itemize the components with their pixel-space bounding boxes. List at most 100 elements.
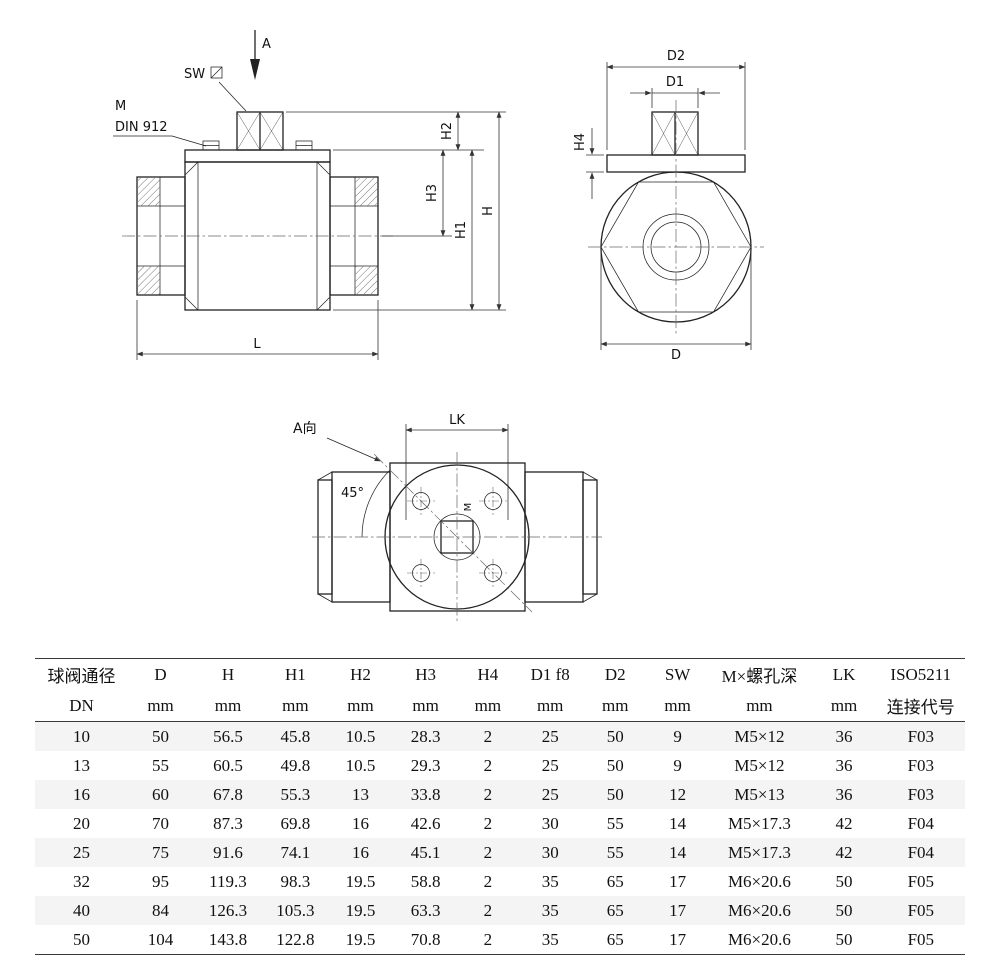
table-cell: 25	[73, 842, 90, 862]
column-unit: mm	[746, 695, 773, 715]
table-cell: 143.8	[208, 929, 248, 949]
table-cell: 67.8	[213, 784, 243, 804]
table-cell: 32	[73, 871, 90, 891]
table-cell: 36	[835, 726, 853, 746]
table-cell: 2	[483, 842, 493, 862]
dim-h2: H2	[440, 122, 455, 140]
table-cell: 13	[351, 784, 369, 804]
table-cell: 42	[835, 813, 853, 833]
table-cell: 9	[673, 755, 682, 775]
column-header: SW	[664, 664, 691, 684]
ball-valve-drawing: A SW M DIN 912	[113, 30, 764, 622]
table-cell: 122.8	[276, 929, 315, 949]
table-cell: 91.6	[213, 842, 243, 862]
column-unit: mm	[602, 695, 629, 715]
table-cell: 63.3	[410, 900, 441, 920]
column-header: ISO5211	[890, 664, 952, 684]
table-cell: 65	[606, 900, 624, 920]
table-cell: F05	[907, 929, 935, 949]
dim-l: L	[253, 337, 261, 352]
table-cell: 25	[541, 726, 559, 746]
table-cell: F03	[907, 784, 935, 804]
table-cell: 2	[483, 929, 493, 949]
angle-label: 45°	[341, 486, 364, 501]
dim-h1: H1	[454, 221, 469, 239]
table-cell: 36	[835, 784, 853, 804]
table-cell: 105.3	[276, 900, 315, 920]
table-cell: 33.8	[410, 784, 441, 804]
table-cell: 45.1	[410, 842, 441, 862]
column-unit: mm	[474, 695, 502, 715]
table-cell: 28.3	[410, 726, 441, 746]
table-cell: 35	[541, 900, 559, 920]
table-cell: 56.5	[213, 726, 243, 746]
table-cell: 74.1	[280, 842, 311, 862]
view-a-label: A向	[293, 421, 317, 437]
table-cell: 84	[152, 900, 170, 920]
bolt-holes	[407, 487, 507, 587]
table-cell: 69.8	[280, 813, 311, 833]
dimension-lines-side: D2 D1 H4 D	[573, 49, 752, 363]
table-cell: 2	[483, 784, 493, 804]
column-unit: mm	[214, 695, 242, 715]
table-cell: M5×17.3	[727, 842, 791, 862]
thread-hatch	[138, 266, 160, 294]
column-header: H1	[285, 664, 306, 684]
column-header: 球阀通径	[47, 667, 116, 686]
table-cell: 55	[606, 813, 624, 833]
table-cell: M5×12	[734, 726, 785, 746]
dim-d1: D1	[666, 75, 684, 90]
m-thread-label: M	[115, 99, 126, 114]
table-cell: F04	[907, 813, 935, 833]
table-cell: 19.5	[345, 929, 376, 949]
table-cell: 126.3	[208, 900, 248, 920]
table-cell: 50	[606, 755, 624, 775]
table-cell: 119.3	[209, 871, 247, 891]
table-cell: 65	[606, 871, 624, 891]
table-cell: 55.3	[280, 784, 311, 804]
table-cell: 19.5	[345, 871, 376, 891]
table-cell: 2	[483, 755, 493, 775]
column-unit: mm	[664, 695, 691, 715]
side-view: D2 D1 H4 D	[573, 49, 764, 363]
table-cell: 25	[541, 784, 559, 804]
sw-annotation: SW	[184, 66, 247, 112]
dimension-lines-front: H2 H3 H1 H L	[136, 111, 506, 360]
stem	[236, 111, 284, 151]
table-cell: 19.5	[345, 900, 376, 920]
thread-hatch	[355, 266, 377, 294]
table-cell: 10.5	[345, 726, 376, 746]
dim-lk: LK	[449, 413, 465, 428]
table-cell: 70.8	[410, 929, 441, 949]
table-cell: 42	[835, 842, 853, 862]
table-cell: 17	[669, 900, 687, 920]
body-circle	[588, 100, 764, 336]
table-cell: F03	[907, 755, 935, 775]
sw-label: SW	[184, 67, 205, 82]
table-cell: 14	[669, 842, 687, 862]
table-cell: 49.8	[280, 755, 311, 775]
table-cell: 17	[669, 929, 687, 949]
column-unit: DN	[69, 695, 94, 715]
table-cell: 65	[606, 929, 624, 949]
column-unit: mm	[830, 695, 858, 715]
column-unit: mm	[282, 695, 309, 715]
table-cell: 40	[73, 900, 90, 920]
table-cell: 16	[73, 784, 90, 804]
table-cell: M6×20.6	[727, 871, 791, 891]
table-cell: 30	[541, 842, 559, 862]
table-cell: M5×12	[734, 755, 785, 775]
table-cell: 50	[73, 929, 90, 949]
left-end-cap	[136, 176, 186, 296]
dim-h4: H4	[573, 133, 588, 151]
table-cell: 36	[835, 755, 853, 775]
table-cell: 12	[669, 784, 687, 804]
